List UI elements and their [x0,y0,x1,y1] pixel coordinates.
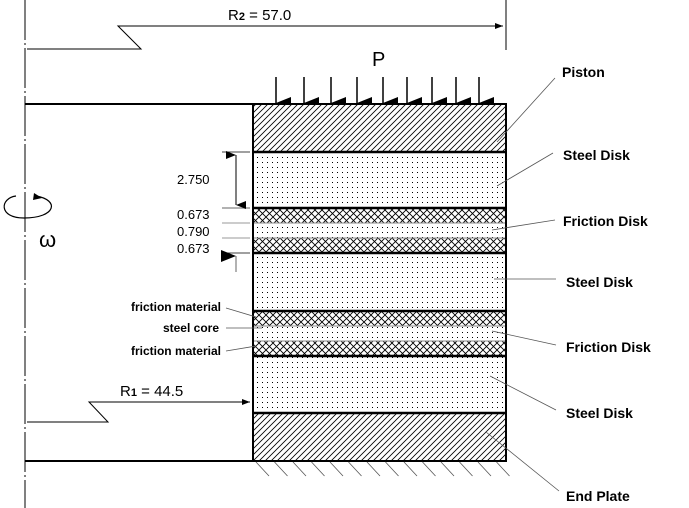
ground-hatch-line [477,461,492,477]
ground-hatch-line [329,461,344,477]
core-value: 0.790 [177,224,210,239]
end-plate-leader [485,431,560,492]
layer-friction-material [253,311,506,326]
ground-hatch-line [459,461,473,477]
r1-leader [27,399,250,423]
friction-material-bottom-label: friction material [131,344,221,358]
layer-steel-core [253,223,506,238]
friction-top-value: 0.673 [177,207,210,222]
layer-friction-material [253,341,506,356]
ground-hatch-line [496,461,510,477]
r1-label: R1 = 44.5 [120,383,183,400]
layer-steel-core [253,326,506,341]
layer-steel-disk [253,356,506,413]
steel-disk-3-leader [489,375,557,411]
ground-hatch-line [366,461,381,477]
omega-label: ω [39,227,56,252]
ground-hatch [255,461,510,477]
disk-stack-outline [252,103,507,462]
ground-hatch-line [255,461,270,477]
ground-hatch-line [403,461,418,477]
r2-label: R2 = 57.0 [228,7,291,24]
load-arrows [275,77,494,109]
steel-thickness-value: 2.750 [177,172,210,187]
layer-end-plate [253,413,506,461]
friction-disk-2-label: Friction Disk [566,339,651,355]
friction-disk-2-leader [491,330,557,346]
steel-disk-1-leader [496,152,554,187]
load-label: P [372,49,385,71]
steel-core-label: steel core [163,321,219,335]
friction-disk-1-leader [491,219,556,231]
layer-piston [253,104,506,152]
ground-hatch-line [311,461,325,477]
rotation-icon [3,193,52,219]
piston-label: Piston [562,64,605,80]
steel-thickness-dimension [222,151,250,209]
layer-steel-disk [253,152,506,208]
ground-hatch-line [292,461,307,477]
ground-hatch-line [274,461,288,477]
layer-friction-material [253,238,506,253]
disk-stack [253,104,506,461]
friction-bottom-value: 0.673 [177,241,210,256]
steel-disk-1-label: Steel Disk [563,147,630,163]
layer-friction-material [253,208,506,223]
friction-disk-1-label: Friction Disk [563,213,648,229]
r2-leader [27,23,503,50]
piston-leader [496,77,556,143]
ground-hatch-line [440,461,455,477]
ground-hatch-line [385,461,399,477]
ground-hatch-line [348,461,362,477]
friction-material-top-label: friction material [131,300,221,314]
ground-hatch-line [422,461,436,477]
steel-disk-3-label: Steel Disk [566,405,633,421]
end-plate-label: End Plate [566,488,630,504]
steel-disk-2-label: Steel Disk [566,274,633,290]
layer-steel-disk [253,253,506,311]
